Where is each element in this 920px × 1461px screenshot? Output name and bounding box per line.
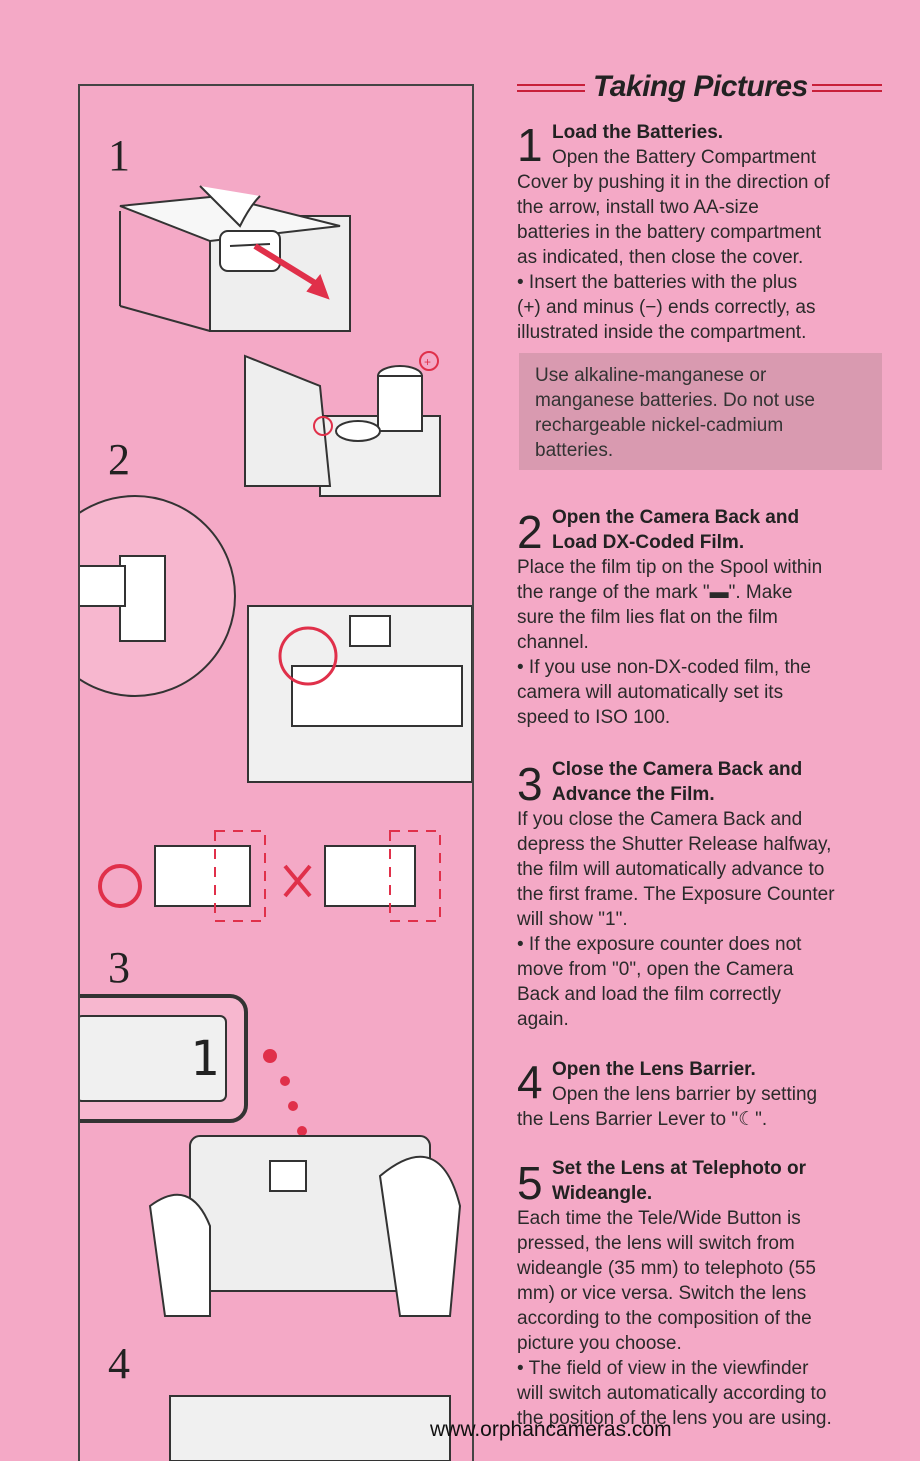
body-line: wideangle (35 mm) to telephoto (55 [517, 1258, 816, 1279]
body-line: • If the exposure counter does not [517, 934, 802, 955]
film-loading-illustration [80, 495, 472, 783]
step-4: 4 Open the Lens Barrier. Open the lens b… [517, 1057, 882, 1132]
step-number: 1 [517, 119, 543, 171]
body-line: Cover by pushing it in the direction of [517, 172, 830, 193]
step-heading: Set the Lens at Telephoto or [552, 1158, 807, 1179]
body-line: sure the film lies flat on the film [517, 607, 778, 628]
step-number: 4 [517, 1056, 543, 1108]
step-3: 3 Close the Camera Back and Advance the … [517, 757, 882, 1032]
illustration-panel: + [78, 84, 474, 1461]
body-line: the film will automatically advance to [517, 859, 825, 880]
step-heading: Close the Camera Back and [552, 759, 803, 780]
section-title-bar: Taking Pictures [517, 70, 882, 110]
svg-text:+: + [424, 355, 431, 369]
battery-cover-illustration [119, 185, 351, 332]
hands-camera-illustration [148, 1135, 462, 1461]
body-line: Each time the Tele/Wide Button is [517, 1208, 801, 1229]
body-line: move from "0", open the Camera [517, 959, 794, 980]
body-line: the position of the lens you are using. [517, 1408, 832, 1429]
body-line: mm) or vice versa. Switch the lens [517, 1283, 807, 1304]
illustration-number-1: 1 [108, 131, 130, 180]
step-heading: Load the Batteries. [552, 122, 724, 143]
body-line: the arrow, install two AA-size [517, 197, 759, 218]
step-number: 5 [517, 1157, 543, 1209]
step-1: 1 Load the Batteries. Open the Battery C… [517, 120, 882, 345]
battery-compartment-illustration: + [244, 351, 441, 497]
body-line: as indicated, then close the cover. [517, 247, 804, 268]
body-line: (+) and minus (−) ends correctly, as [517, 297, 816, 318]
body-line: the Lens Barrier Lever to "☾". [517, 1109, 768, 1130]
illustration-number-4: 4 [108, 1339, 130, 1388]
body-line: Open the lens barrier by setting [552, 1084, 818, 1105]
body-line: according to the composition of the [517, 1308, 812, 1329]
note-line: batteries. [535, 440, 614, 461]
body-line: illustrated inside the compartment. [517, 322, 807, 343]
note-line: rechargeable nickel-cadmium [535, 415, 784, 436]
step-5: 5 Set the Lens at Telephoto or Wideangle… [517, 1156, 882, 1431]
correct-mark-icon [98, 864, 142, 908]
step-heading: Advance the Film. [552, 784, 715, 805]
body-line: Back and load the film correctly [517, 984, 782, 1005]
exposure-counter-illustration [80, 994, 307, 1136]
website-watermark: www.orphancameras.com [430, 1418, 672, 1441]
body-line: Open the Battery Compartment [552, 147, 817, 168]
note-line: Use alkaline-manganese or [535, 365, 767, 386]
step-body: Each time the Tele/Wide Button is presse… [517, 1206, 882, 1431]
body-line: again. [517, 1009, 569, 1030]
body-line: • The field of view in the viewfinder [517, 1358, 809, 1379]
body-line: pressed, the lens will switch from [517, 1233, 795, 1254]
illustration-number-3: 3 [108, 943, 130, 992]
body-line: camera will automatically set its [517, 682, 784, 703]
body-line: the range of the mark "▬". Make [517, 582, 793, 603]
step-body: Open the Battery Compartment Cover by pu… [517, 145, 882, 345]
body-line: speed to ISO 100. [517, 707, 671, 728]
battery-note: Use alkaline-manganese or manganese batt… [519, 353, 882, 470]
step-number: 3 [517, 758, 543, 810]
film-advance-comparison [98, 830, 441, 922]
page-title: Taking Pictures [593, 70, 808, 103]
note-line: manganese batteries. Do not use [535, 390, 815, 411]
body-line: batteries in the battery compartment [517, 222, 822, 243]
incorrect-mark-icon [283, 864, 312, 898]
step-heading: Load DX-Coded Film. [552, 532, 745, 553]
body-line: • If you use non-DX-coded film, the [517, 657, 811, 678]
body-line: depress the Shutter Release halfway, [517, 834, 832, 855]
camera-illustrations: + [80, 185, 472, 1461]
step-heading: Open the Camera Back and [552, 507, 800, 528]
step-number: 2 [517, 506, 543, 558]
body-line: • Insert the batteries with the plus [517, 272, 798, 293]
body-line: Place the film tip on the Spool within [517, 557, 823, 578]
step-body: Place the film tip on the Spool within t… [517, 555, 882, 730]
body-line: the first frame. The Exposure Counter [517, 884, 835, 905]
illustration-number-2: 2 [108, 435, 130, 484]
step-heading: Open the Lens Barrier. [552, 1059, 756, 1080]
step-body: If you close the Camera Back and depress… [517, 807, 882, 1032]
step-2: 2 Open the Camera Back and Load DX-Coded… [517, 505, 882, 730]
step-body: Open the lens barrier by setting the Len… [517, 1082, 882, 1132]
body-line: If you close the Camera Back and [517, 809, 803, 830]
title-rule-left [517, 84, 585, 92]
body-line: channel. [517, 632, 589, 653]
body-line: picture you choose. [517, 1333, 682, 1354]
exposure-counter-digit: 1 [190, 1031, 219, 1087]
body-line: will switch automatically according to [517, 1383, 827, 1404]
body-line: will show "1". [517, 909, 628, 930]
title-rule-right [812, 84, 882, 92]
step-heading: Wideangle. [552, 1183, 653, 1204]
